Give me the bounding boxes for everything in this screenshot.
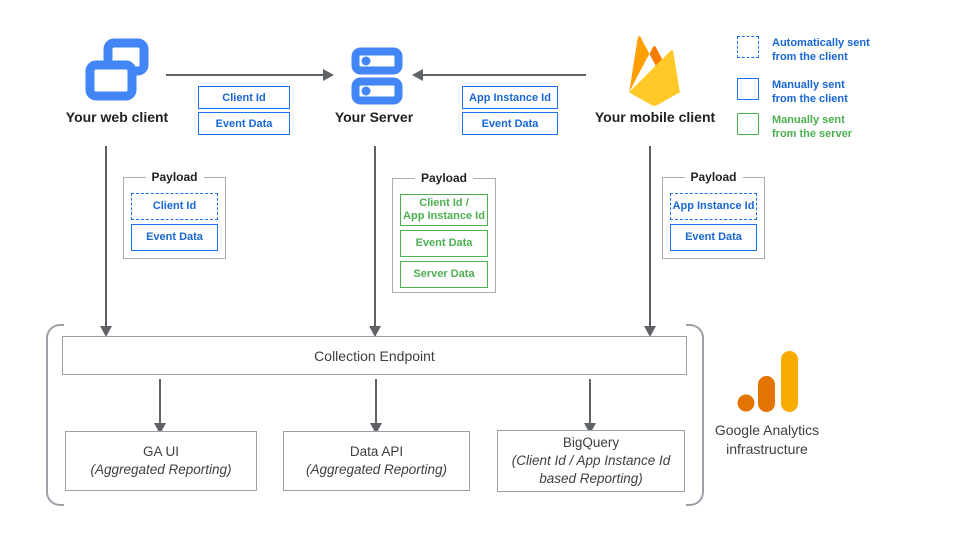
payload-item-event-data: Event Data	[400, 230, 488, 257]
ga-ui-box: GA UI (Aggregated Reporting)	[65, 431, 257, 491]
server-label: Your Server	[334, 109, 414, 125]
payload-server: Payload Client Id / App Instance Id Even…	[392, 171, 496, 293]
arrowhead-down-icon	[370, 423, 382, 434]
payload-item-app-instance-id: App Instance Id	[670, 193, 757, 220]
payload-server-items: Client Id / App Instance Id Event Data S…	[400, 194, 488, 288]
ga-infrastructure-caption: Google Analytics infrastructure	[714, 422, 820, 457]
server-icon	[351, 47, 403, 105]
web-client-icon	[85, 38, 149, 101]
payload-item-client-id: Client Id	[131, 193, 218, 220]
mobile-client-label: Your mobile client	[594, 109, 716, 125]
tag-event-data: Event Data	[198, 112, 290, 135]
infrastructure-bracket-left	[46, 324, 64, 506]
arrowhead-down-icon	[584, 423, 596, 434]
payload-web-items: Client Id Event Data	[131, 193, 218, 251]
data-api-title: Data API	[349, 444, 404, 459]
bigquery-box: BigQuery (Client Id / App Instance Id ba…	[497, 430, 685, 492]
ga-ui-subtitle: (Aggregated Reporting)	[90, 462, 232, 477]
payload-web: Payload Client Id Event Data	[123, 170, 226, 259]
arrowhead-down-icon	[644, 326, 656, 337]
tag-client-id: Client Id	[198, 86, 290, 109]
arrow-endpoint-to-data-api	[370, 379, 382, 434]
payload-item-event-data: Event Data	[131, 224, 218, 251]
collection-endpoint-label: Collection Endpoint	[314, 347, 435, 364]
collection-endpoint-box: Collection Endpoint	[62, 336, 687, 375]
legend-swatch-manual-server	[737, 113, 759, 135]
tag-event-data-mobile: Event Data	[462, 112, 558, 135]
legend-label-manual-server: Manually sent from the server	[772, 114, 853, 140]
legend-label-manual-client: Manually sent from the client	[772, 79, 848, 105]
legend-label-auto-client: Automatically sent from the client	[772, 37, 870, 63]
payload-item-client-or-app-id: Client Id / App Instance Id	[400, 194, 488, 226]
payload-mobile: Payload App Instance Id Event Data	[662, 170, 765, 259]
payload-item-server-data: Server Data	[400, 261, 488, 288]
arrowhead-left-icon	[412, 69, 423, 81]
payload-item-event-data: Event Data	[670, 224, 757, 251]
legend-swatch-manual-client	[737, 78, 759, 100]
payload-web-title: Payload	[145, 170, 204, 184]
bigquery-title: BigQuery	[562, 435, 620, 450]
arrow-endpoint-to-bigquery	[584, 379, 596, 434]
arrowhead-down-icon	[100, 326, 112, 337]
google-analytics-logo-icon	[737, 351, 798, 412]
data-api-subtitle: (Aggregated Reporting)	[305, 462, 448, 477]
arrow-mobile-to-endpoint	[644, 146, 656, 337]
arrow-endpoint-to-ga-ui	[154, 379, 166, 434]
arrowhead-down-icon	[154, 423, 166, 434]
arrow-server-to-endpoint	[369, 146, 381, 337]
bigquery-subtitle: (Client Id / App Instance Id based Repor…	[511, 453, 671, 486]
payload-mobile-title: Payload	[684, 170, 743, 184]
tag-app-instance-id: App Instance Id	[462, 86, 558, 109]
arrowhead-down-icon	[369, 326, 381, 337]
firebase-mobile-client-icon	[629, 36, 680, 106]
infrastructure-bracket-right	[686, 324, 704, 506]
arrowhead-right-icon	[323, 69, 334, 81]
ga-ui-title: GA UI	[142, 444, 179, 459]
web-client-label: Your web client	[65, 109, 169, 125]
legend-swatch-auto-client	[737, 36, 759, 58]
arrow-web-to-endpoint	[100, 146, 112, 337]
data-api-box: Data API (Aggregated Reporting)	[283, 431, 470, 491]
arrow-web-to-server	[166, 69, 334, 81]
arrow-mobile-to-server	[412, 69, 586, 81]
payload-server-title: Payload	[414, 171, 474, 185]
payload-mobile-items: App Instance Id Event Data	[670, 193, 757, 251]
